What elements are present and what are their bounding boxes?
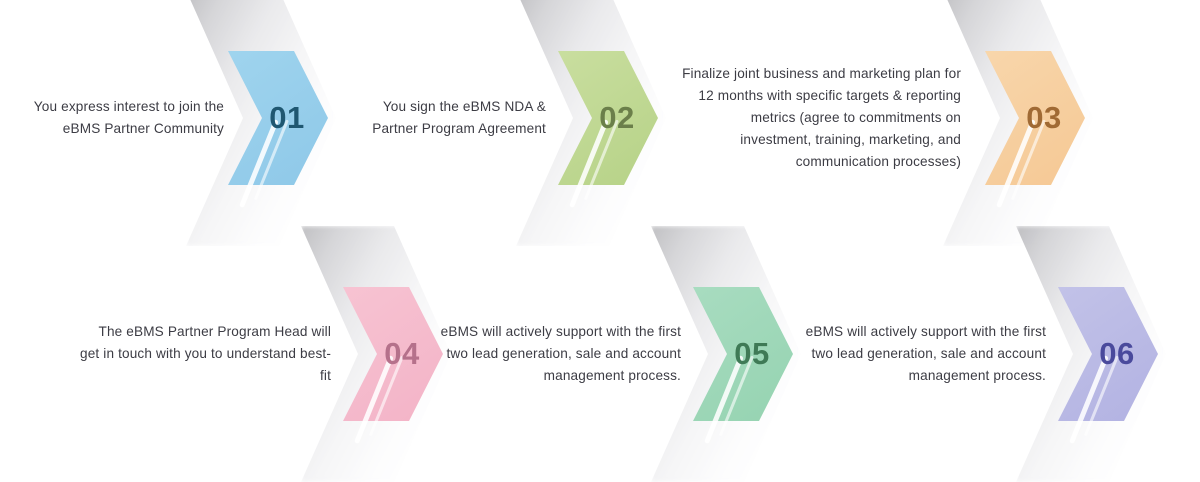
process-step-03[interactable]: Finalize joint business and marketing pl… [680,0,1200,246]
step-05-number: 05 [734,336,770,371]
step-03-chevron[interactable]: 03 [943,0,1135,246]
step-04-description: The eBMS Partner Program Head will get i… [80,323,331,383]
step-04-number: 04 [384,336,420,371]
step-06-number: 06 [1099,336,1135,371]
process-row-2: The eBMS Partner Program Head will get i… [0,226,1200,482]
step-02-description: You sign the eBMS NDA & Partner Program … [372,98,546,136]
step-05-description: eBMS will actively support with the firs… [440,323,681,383]
step-03-number: 03 [1026,100,1062,135]
process-step-02[interactable]: You sign the eBMS NDA & Partner Program … [350,0,680,246]
process-row-1: You express interest to join the eBMS Pa… [0,0,1200,246]
process-step-01[interactable]: You express interest to join the eBMS Pa… [0,0,350,246]
process-step-06[interactable]: eBMS will actively support with the firs… [800,226,1200,482]
process-step-05[interactable]: eBMS will actively support with the firs… [440,226,801,482]
step-02-chevron[interactable]: 02 [516,0,708,246]
step-02-number: 02 [599,100,635,135]
step-01-number: 01 [269,100,305,135]
step-03-description: Finalize joint business and marketing pl… [682,65,961,170]
step-06-chevron[interactable]: 06 [1016,226,1200,482]
step-01-description: You express interest to join the eBMS Pa… [33,98,224,136]
process-step-04[interactable]: The eBMS Partner Program Head will get i… [80,226,451,482]
step-06-description: eBMS will actively support with the firs… [805,323,1046,383]
